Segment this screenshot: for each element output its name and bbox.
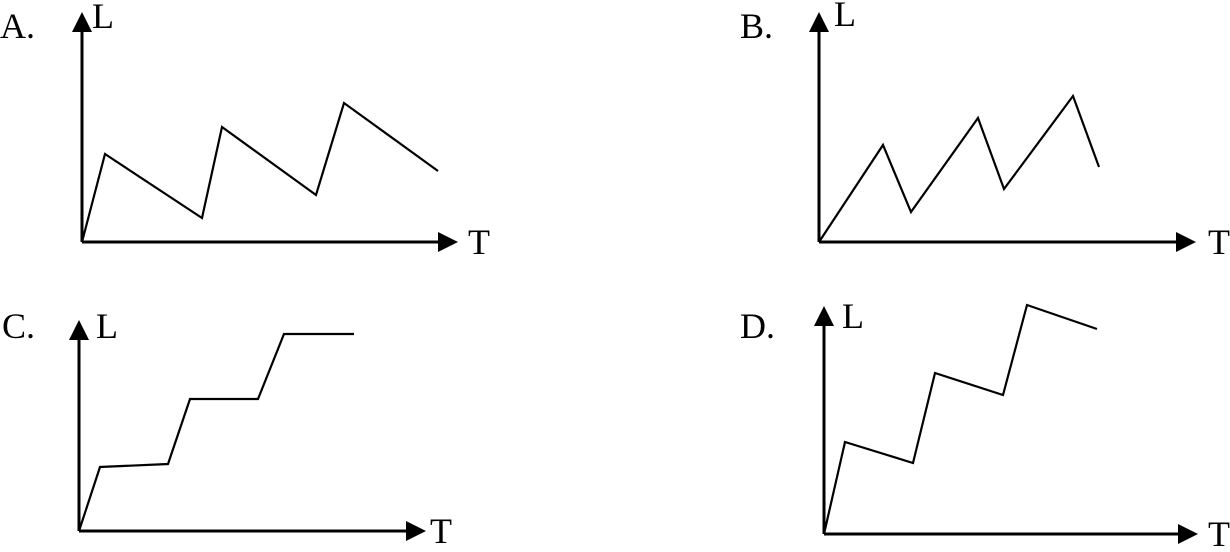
panel-b-y-axis-arrow: [809, 12, 829, 32]
panel-b: B. L T: [740, 0, 1230, 262]
panel-c-y-axis-arrow: [69, 320, 89, 340]
panel-a-y-axis-label: L: [92, 0, 114, 36]
panel-c-x-axis-arrow: [406, 521, 426, 541]
panel-b-y-axis-label: L: [834, 0, 856, 34]
panel-d-y-axis-label: L: [842, 296, 864, 336]
panel-d-x-axis-label: T: [1208, 514, 1230, 552]
panel-d-curve: [822, 303, 1098, 535]
panel-c-x-axis-label: T: [430, 511, 452, 551]
panel-d: D. L T: [740, 296, 1230, 552]
panel-c-option-label: C.: [2, 306, 35, 346]
panel-b-option-label: B.: [740, 6, 773, 46]
panel-a-x-axis-label: T: [468, 222, 490, 262]
panel-a-y-axis-arrow: [72, 12, 92, 32]
panel-d-y-axis-arrow: [814, 306, 834, 326]
panel-b-curve: [818, 93, 1101, 243]
panel-c: C. L T: [2, 306, 452, 551]
panel-d-x-axis-arrow: [1178, 524, 1198, 544]
panel-a-option-label: A.: [0, 6, 35, 46]
panel-c-y-axis-label: L: [96, 306, 118, 346]
panel-c-curve: [77, 332, 354, 532]
panel-a-x-axis-arrow: [438, 232, 458, 252]
panel-a: A. L T: [0, 0, 490, 262]
panel-a-curve: [80, 101, 439, 243]
panel-b-x-axis-arrow: [1176, 232, 1196, 252]
panel-d-option-label: D.: [740, 306, 775, 346]
panel-b-x-axis-label: T: [1208, 222, 1230, 262]
